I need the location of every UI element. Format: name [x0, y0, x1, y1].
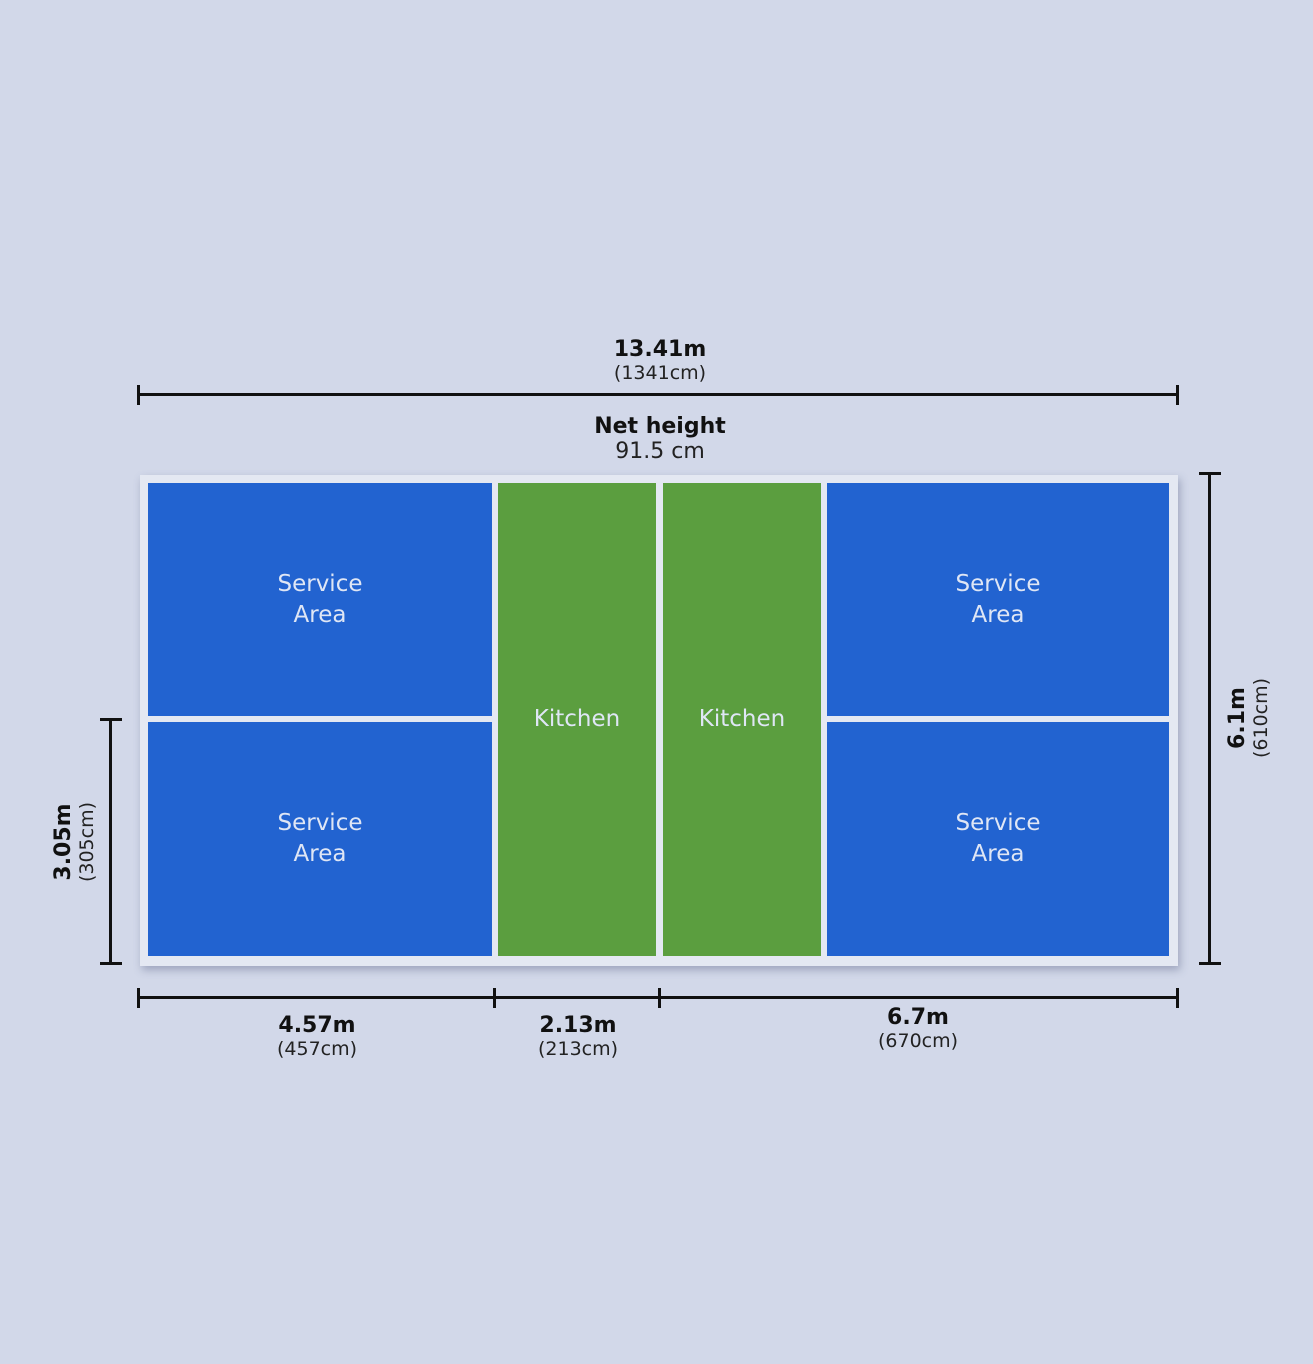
kitchen-length-label: 2.13m [539, 1013, 617, 1038]
half-width-main-label: 3.05m [51, 803, 76, 881]
service-area-bottom-left: Service Area [148, 722, 492, 956]
service-area-label: Service Area [955, 570, 1041, 628]
kitchen-left: Kitchen [498, 483, 656, 956]
bottom-net-tick [658, 988, 661, 1008]
service-area-bottom-right: Service Area [827, 722, 1169, 956]
bottom-right-tick [1176, 988, 1179, 1008]
half-width-cm-label: (305cm) [76, 801, 98, 883]
total-length-cm-label: (1341cm) [613, 362, 707, 384]
kitchen-length-cm-label: (213cm) [537, 1038, 619, 1060]
total-length-right-tick [1176, 385, 1179, 405]
service-length-label: 4.57m [278, 1013, 356, 1038]
half-length-cm-label: (670cm) [877, 1030, 959, 1052]
service-length-cm-label: (457cm) [276, 1038, 358, 1060]
half-width-top-tick [100, 718, 122, 721]
total-length-label: 13.41m [613, 337, 707, 362]
half-width-label: 3.05m (305cm) [51, 782, 102, 902]
bottom-service-tick [493, 988, 496, 1008]
service-area-label: Service Area [955, 810, 1041, 867]
kitchen-right: Kitchen [663, 483, 821, 956]
service-area-label: Service Area [277, 570, 363, 628]
width-dimension-line [1208, 473, 1211, 965]
service-area-top-left: Service Area [148, 483, 492, 716]
kitchen-label: Kitchen [698, 706, 786, 732]
service-area-top-right: Service Area [827, 483, 1169, 716]
width-main-label: 6.1m [1225, 687, 1250, 749]
net-height-value: 91.5 cm [615, 439, 705, 464]
bottom-left-tick [137, 988, 140, 1008]
net-line [657, 482, 661, 956]
total-length-dimension-line [138, 393, 1179, 396]
width-cm-label: (610cm) [1250, 677, 1272, 759]
width-bottom-tick [1199, 962, 1221, 965]
width-label: 6.1m (610cm) [1225, 658, 1276, 778]
half-width-dimension-line [109, 719, 112, 965]
kitchen-label: Kitchen [533, 706, 621, 732]
half-length-label: 6.7m [887, 1005, 949, 1030]
net-height-title: Net height [594, 414, 726, 439]
half-width-bottom-tick [100, 962, 122, 965]
width-top-tick [1199, 472, 1221, 475]
total-length-left-tick [137, 385, 140, 405]
service-area-label: Service Area [277, 810, 363, 867]
